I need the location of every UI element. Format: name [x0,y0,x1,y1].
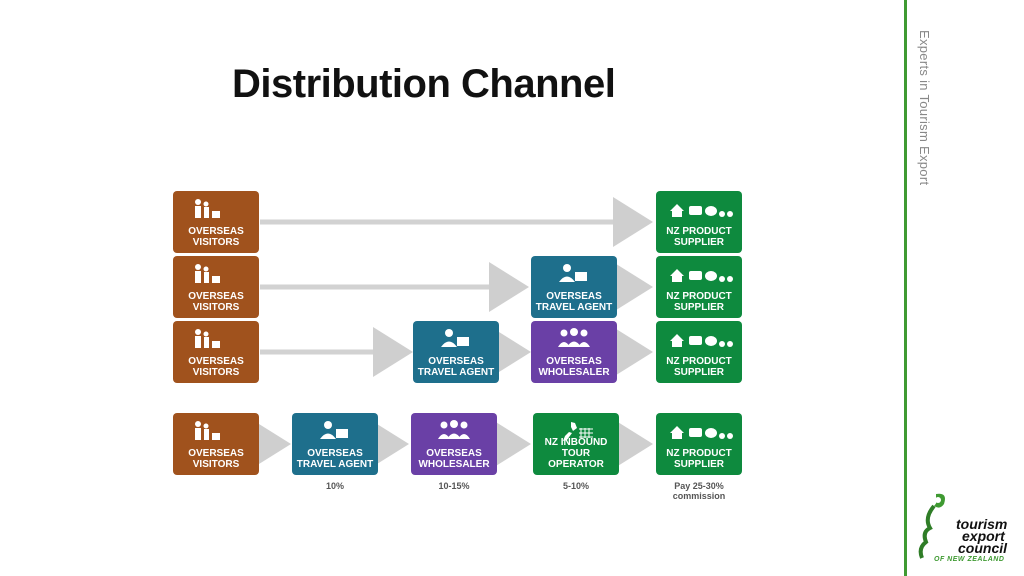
visitor-label: OVERSEAS VISITORS [188,291,244,313]
group-icon [438,420,470,439]
supplier-label: NZ PRODUCT SUPPLIER [666,226,732,248]
supplier-box: NZ PRODUCT SUPPLIER [656,256,742,318]
side-divider [904,0,907,576]
supplier-icons [670,426,733,439]
supplier-icons [670,204,733,217]
visitor-box: OVERSEAS VISITORS [173,321,259,383]
inbound-label: NZ INBOUND TOUR OPERATOR [544,437,608,470]
wholesaler-box: OVERSEAS WHOLESALER [411,413,497,475]
logo-line3: council [958,540,1008,556]
agent-label: OVERSEAS TRAVEL AGENT [296,448,374,470]
family-icon [195,329,220,348]
new-zealand-map-icon [563,422,593,441]
wholesaler-commission: 10-15% [438,481,470,491]
visitor-box: OVERSEAS VISITORS [173,256,259,318]
supplier-box: NZ PRODUCT SUPPLIER [656,413,742,475]
agent-label: OVERSEAS TRAVEL AGENT [417,356,495,378]
visitor-label: OVERSEAS VISITORS [188,448,244,470]
slide-title: Distribution Channel [232,62,616,106]
fern-koru-icon [918,493,945,559]
logo-line1: tourism [956,516,1008,532]
visitor-box: OVERSEAS VISITORS [173,191,259,253]
agent-computer-icon [441,329,469,347]
group-icon [558,328,590,347]
inbound-box: NZ INBOUND TOUR OPERATOR [533,413,619,475]
logo-line4: OF NEW ZEALAND [934,556,1005,563]
supplier-label: NZ PRODUCT SUPPLIER [666,448,732,470]
supplier-icons [670,269,733,282]
agent-box: OVERSEAS TRAVEL AGENT [531,256,617,318]
family-icon [195,264,220,283]
family-icon [195,199,220,218]
wholesaler-label: OVERSEAS WHOLESALER [418,448,490,470]
wholesaler-box: OVERSEAS WHOLESALER [531,321,617,383]
supplier-box: NZ PRODUCT SUPPLIER [656,321,742,383]
side-tagline: Experts in Tourism Export [917,30,932,186]
visitor-box: OVERSEAS VISITORS [173,413,259,475]
tourism-export-council-logo: tourism export council OF NEW ZEALAND [912,488,1016,568]
visitor-label: OVERSEAS VISITORS [188,226,244,248]
agent-computer-icon [559,264,587,282]
agent-box: OVERSEAS TRAVEL AGENT [292,413,378,475]
family-icon [195,421,220,440]
supplier-box: NZ PRODUCT SUPPLIER [656,191,742,253]
supplier-label: NZ PRODUCT SUPPLIER [666,291,732,313]
agent-commission: 10% [325,481,344,491]
supplier-commission: Pay 25-30% commission [672,481,726,501]
agent-label: OVERSEAS TRAVEL AGENT [535,291,613,313]
supplier-icons [670,334,733,347]
visitor-label: OVERSEAS VISITORS [188,356,244,378]
logo-line2: export [962,528,1005,544]
agent-box: OVERSEAS TRAVEL AGENT [413,321,499,383]
inbound-commission: 5-10% [562,481,589,491]
wholesaler-label: OVERSEAS WHOLESALER [538,356,610,378]
agent-computer-icon [320,421,348,439]
supplier-label: NZ PRODUCT SUPPLIER [666,356,732,378]
